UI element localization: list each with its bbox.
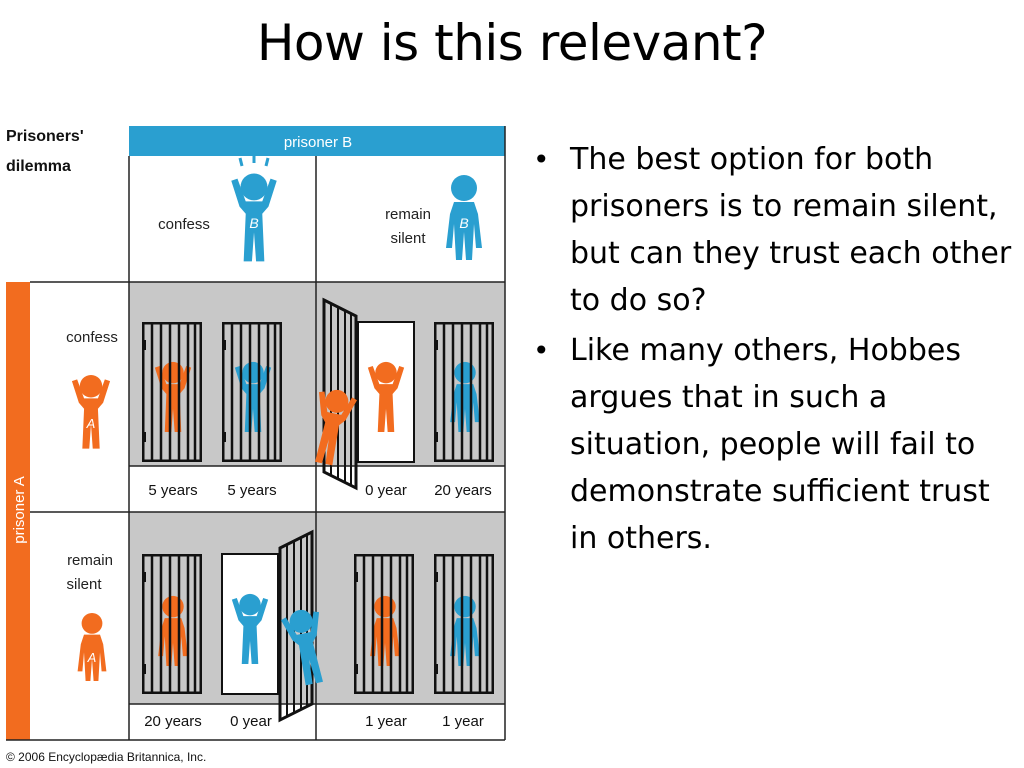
bullet-item: • The best option for both prisoners is … <box>533 136 1018 324</box>
outcome-cc-a: 5 years <box>148 482 197 499</box>
payoff-grid <box>6 126 506 741</box>
diagram-heading-line1: Prisoners' <box>6 128 84 145</box>
figure-badge-b: B <box>249 215 258 231</box>
column-label-silent-line1: remain <box>385 206 431 223</box>
outcome-cs-b: 20 years <box>434 482 492 499</box>
prisoner-a-silent-figure <box>77 613 107 681</box>
bullet-text: The best option for both prisoners is to… <box>570 142 1012 318</box>
column-label-silent-line2: silent <box>390 230 426 247</box>
alarm-lines-icon <box>238 155 270 167</box>
cell-bg-ss <box>316 512 505 704</box>
row-label-silent-line1: remain <box>67 552 113 569</box>
outcome-sc-b: 0 year <box>230 713 272 730</box>
figure-badge-a: A <box>87 650 97 665</box>
copyright-notice: © 2006 Encyclopædia Britannica, Inc. <box>6 750 206 764</box>
row-label-confess: confess <box>66 329 118 346</box>
outcome-cc-b: 5 years <box>227 482 276 499</box>
bullet-list: • The best option for both prisoners is … <box>533 136 1018 565</box>
outcome-ss-a: 1 year <box>365 713 407 730</box>
prisoner-a-confess-figure <box>71 375 111 449</box>
outcome-cs-a: 0 year <box>365 482 407 499</box>
prisoner-a-header: prisoner A <box>11 476 28 544</box>
bullet-text: Like many others, Hobbes argues that in … <box>570 333 990 556</box>
column-label-confess: confess <box>158 216 210 233</box>
diagram-heading-line2: dilemma <box>6 158 71 175</box>
prisoners-dilemma-diagram: Prisoners' dilemma prisoner B prisoner A… <box>0 118 510 768</box>
figure-badge-b: B <box>459 215 468 231</box>
bullet-dot-icon: • <box>533 334 550 367</box>
bullet-item: • Like many others, Hobbes argues that i… <box>533 327 1018 562</box>
slide-title: How is this relevant? <box>256 14 768 72</box>
bullet-dot-icon: • <box>533 143 550 176</box>
figure-badge-a: A <box>86 416 96 431</box>
prisoner-a-header-bar <box>6 282 30 740</box>
outcome-ss-b: 1 year <box>442 713 484 730</box>
row-label-silent-line2: silent <box>66 576 102 593</box>
outcome-sc-a: 20 years <box>144 713 202 730</box>
prisoner-b-header-bar <box>129 126 505 156</box>
prisoner-b-header: prisoner B <box>284 134 352 151</box>
